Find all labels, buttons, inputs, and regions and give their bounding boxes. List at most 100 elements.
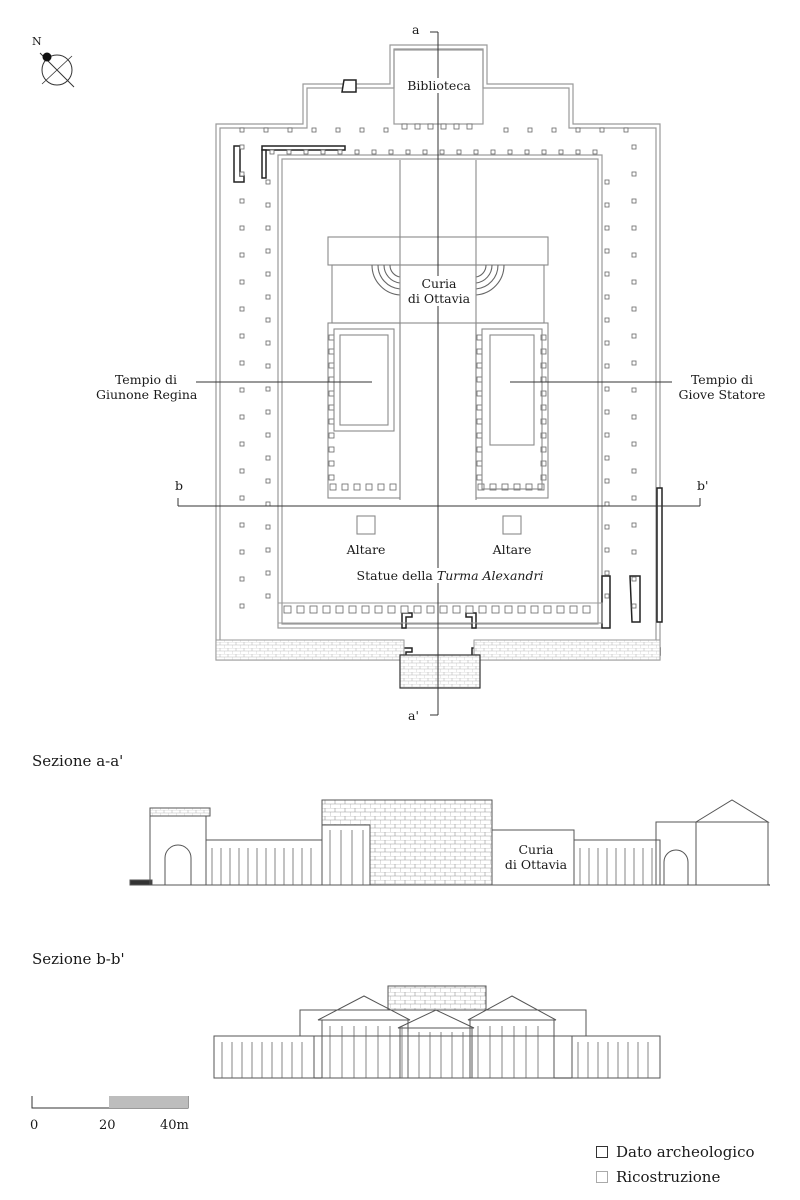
column <box>311 127 317 133</box>
column <box>354 149 360 155</box>
biblioteca-label: Biblioteca <box>404 78 474 93</box>
scale-label-20: 20 <box>99 1118 116 1133</box>
column <box>377 483 385 491</box>
column <box>348 605 357 614</box>
section-aa-columns <box>211 830 653 885</box>
column <box>361 605 370 614</box>
column <box>582 605 591 614</box>
scale-label-40m: 40m <box>160 1118 189 1133</box>
column <box>524 149 530 155</box>
column <box>604 547 610 553</box>
column <box>426 605 435 614</box>
column <box>575 149 581 155</box>
column <box>265 455 271 461</box>
portico-columns <box>239 123 637 614</box>
column <box>388 149 394 155</box>
column <box>263 127 269 133</box>
column <box>452 605 461 614</box>
column <box>414 123 421 130</box>
column <box>540 334 547 341</box>
column <box>239 127 245 133</box>
column <box>422 149 428 155</box>
north-arrow-icon <box>39 52 75 88</box>
column <box>476 460 483 467</box>
column <box>501 483 509 491</box>
column <box>456 149 462 155</box>
column <box>328 390 335 397</box>
column <box>631 252 637 258</box>
column <box>265 248 271 254</box>
column <box>439 149 445 155</box>
column <box>405 149 411 155</box>
column <box>328 460 335 467</box>
column <box>631 549 637 555</box>
section-bb-columns <box>221 1026 649 1078</box>
column <box>491 605 500 614</box>
section-aa-curia-label: Curia di Ottavia <box>500 842 572 872</box>
column <box>604 386 610 392</box>
column <box>477 483 485 491</box>
section-aa-drawing <box>129 799 770 886</box>
column <box>476 404 483 411</box>
column <box>558 149 564 155</box>
column <box>265 501 271 507</box>
column <box>239 198 245 204</box>
tempio-giunone-label: Tempio di Giunone Regina <box>96 372 197 402</box>
column <box>604 432 610 438</box>
column <box>239 522 245 528</box>
column <box>328 446 335 453</box>
column <box>440 123 447 130</box>
column <box>371 149 377 155</box>
column <box>265 478 271 484</box>
column <box>604 317 610 323</box>
column <box>239 468 245 474</box>
column <box>540 446 547 453</box>
column <box>540 432 547 439</box>
column <box>265 524 271 530</box>
legend-archaeological: Dato archeologico <box>596 1143 755 1161</box>
column <box>265 432 271 438</box>
column <box>575 127 581 133</box>
column <box>337 149 343 155</box>
column <box>328 432 335 439</box>
column <box>341 483 349 491</box>
section-a-top-label: a <box>412 22 420 37</box>
column <box>631 495 637 501</box>
column <box>476 348 483 355</box>
column <box>309 605 318 614</box>
column <box>540 404 547 411</box>
column <box>604 248 610 254</box>
column <box>283 605 292 614</box>
tempio-giunone-line1: Tempio di <box>114 372 178 387</box>
column <box>604 294 610 300</box>
column <box>489 483 497 491</box>
column <box>265 202 271 208</box>
column <box>631 144 637 150</box>
column <box>604 225 610 231</box>
column <box>239 144 245 150</box>
statue-label-prefix: Statue della <box>356 568 437 583</box>
column <box>374 605 383 614</box>
column <box>387 605 396 614</box>
column <box>320 149 326 155</box>
column <box>476 432 483 439</box>
column <box>239 387 245 393</box>
tempio-giove-line2: Giove Statore <box>678 387 766 402</box>
column <box>239 549 245 555</box>
column <box>359 127 365 133</box>
curia-label: Curia di Ottavia <box>404 276 474 306</box>
section-aa-curia-line2: di Ottavia <box>504 857 568 872</box>
scale-bar <box>31 1096 189 1109</box>
curia-label-line2: di Ottavia <box>407 291 471 306</box>
column <box>269 149 275 155</box>
column <box>353 483 361 491</box>
section-b-left-label: b <box>175 478 184 493</box>
precinct-walls <box>215 44 661 661</box>
column <box>335 605 344 614</box>
column <box>604 593 610 599</box>
column <box>265 317 271 323</box>
column <box>328 362 335 369</box>
column <box>599 127 605 133</box>
column <box>541 149 547 155</box>
north-label: N <box>32 35 42 48</box>
